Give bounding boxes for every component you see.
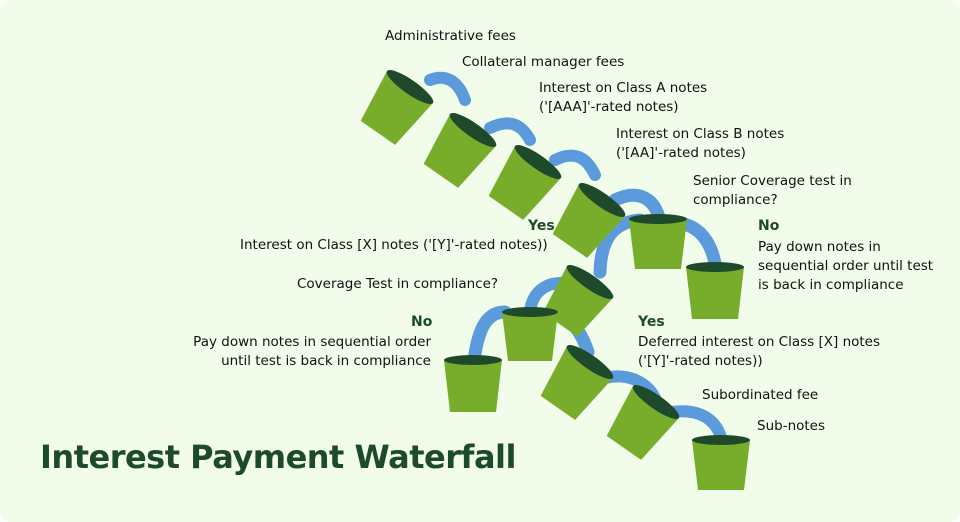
flow-admin-to-collateral	[424, 71, 471, 106]
bucket-subnotes	[692, 435, 750, 490]
label-coverage-yes: Yes	[638, 314, 665, 330]
bucket-coverage-test	[502, 307, 558, 361]
label-deferred-line-2: ('[Y]'-rated notes))	[638, 353, 763, 369]
label-coverage-test: Coverage Test in compliance?	[297, 276, 499, 292]
flow-class-a-to-class-b	[549, 149, 601, 181]
flow-coverage-no	[467, 305, 512, 367]
label-class-a-line-2: ('[AAA]'-rated notes)	[539, 99, 679, 115]
label-sub-notes: Sub-notes	[757, 418, 826, 434]
bucket-class-a	[488, 144, 562, 220]
label-deferred-line-1: Deferred interest on Class [X] notes	[638, 334, 881, 350]
label-class-b-line-2: ('[AA]'-rated notes)	[616, 145, 746, 161]
label-coverage-paydown: Pay down notes in sequential order until…	[193, 333, 431, 371]
bucket-admin-fees	[360, 69, 434, 145]
bucket-class-b	[552, 182, 626, 258]
label-administrative-fees: Administrative fees	[385, 28, 516, 44]
label-class-b-line-1: Interest on Class B notes	[616, 126, 785, 142]
bucket-senior-test	[629, 214, 687, 269]
label-senior-test-line-2: compliance?	[693, 192, 778, 208]
label-class-a-notes: Interest on Class A notes ('[AAA]'-rated…	[539, 79, 707, 117]
bucket-collateral-fees	[423, 112, 497, 188]
label-class-x-notes: Interest on Class [X] notes ('[Y]'-rated…	[240, 237, 548, 253]
bucket-coverage-paydown	[444, 355, 502, 412]
label-class-a-line-1: Interest on Class A notes	[539, 80, 708, 96]
label-coverage-paydown-line-1: Pay down notes in sequential order	[193, 334, 431, 350]
label-senior-paydown-line-1: Pay down notes in	[758, 239, 881, 255]
bucket-senior-paydown	[686, 262, 744, 319]
label-senior-paydown-line-2: sequential order until test	[758, 258, 934, 274]
label-senior-yes: Yes	[528, 218, 555, 234]
label-coverage-paydown-line-2: until test is back in compliance	[221, 353, 431, 369]
label-coverage-no: No	[411, 314, 433, 330]
label-senior-test-line-1: Senior Coverage test in	[693, 173, 852, 189]
diagram-title: Interest Payment Waterfall	[40, 438, 516, 476]
bucket-subordinated	[606, 384, 680, 460]
bucket-deferred	[540, 344, 614, 420]
label-class-b-notes: Interest on Class B notes ('[AA]'-rated …	[616, 125, 784, 163]
flow-collateral-to-class-a	[484, 117, 536, 146]
label-senior-paydown-line-3: is back in compliance	[758, 277, 904, 293]
label-collateral-manager-fees: Collateral manager fees	[462, 54, 625, 70]
label-deferred-interest: Deferred interest on Class [X] notes ('[…	[638, 333, 880, 371]
label-subordinated-fee: Subordinated fee	[702, 387, 819, 403]
label-senior-coverage-test: Senior Coverage test in compliance?	[693, 172, 852, 210]
bucket-class-x	[542, 264, 614, 337]
label-senior-paydown: Pay down notes in sequential order until…	[758, 238, 933, 295]
label-senior-no: No	[758, 218, 780, 234]
bucket-layer	[360, 69, 750, 490]
